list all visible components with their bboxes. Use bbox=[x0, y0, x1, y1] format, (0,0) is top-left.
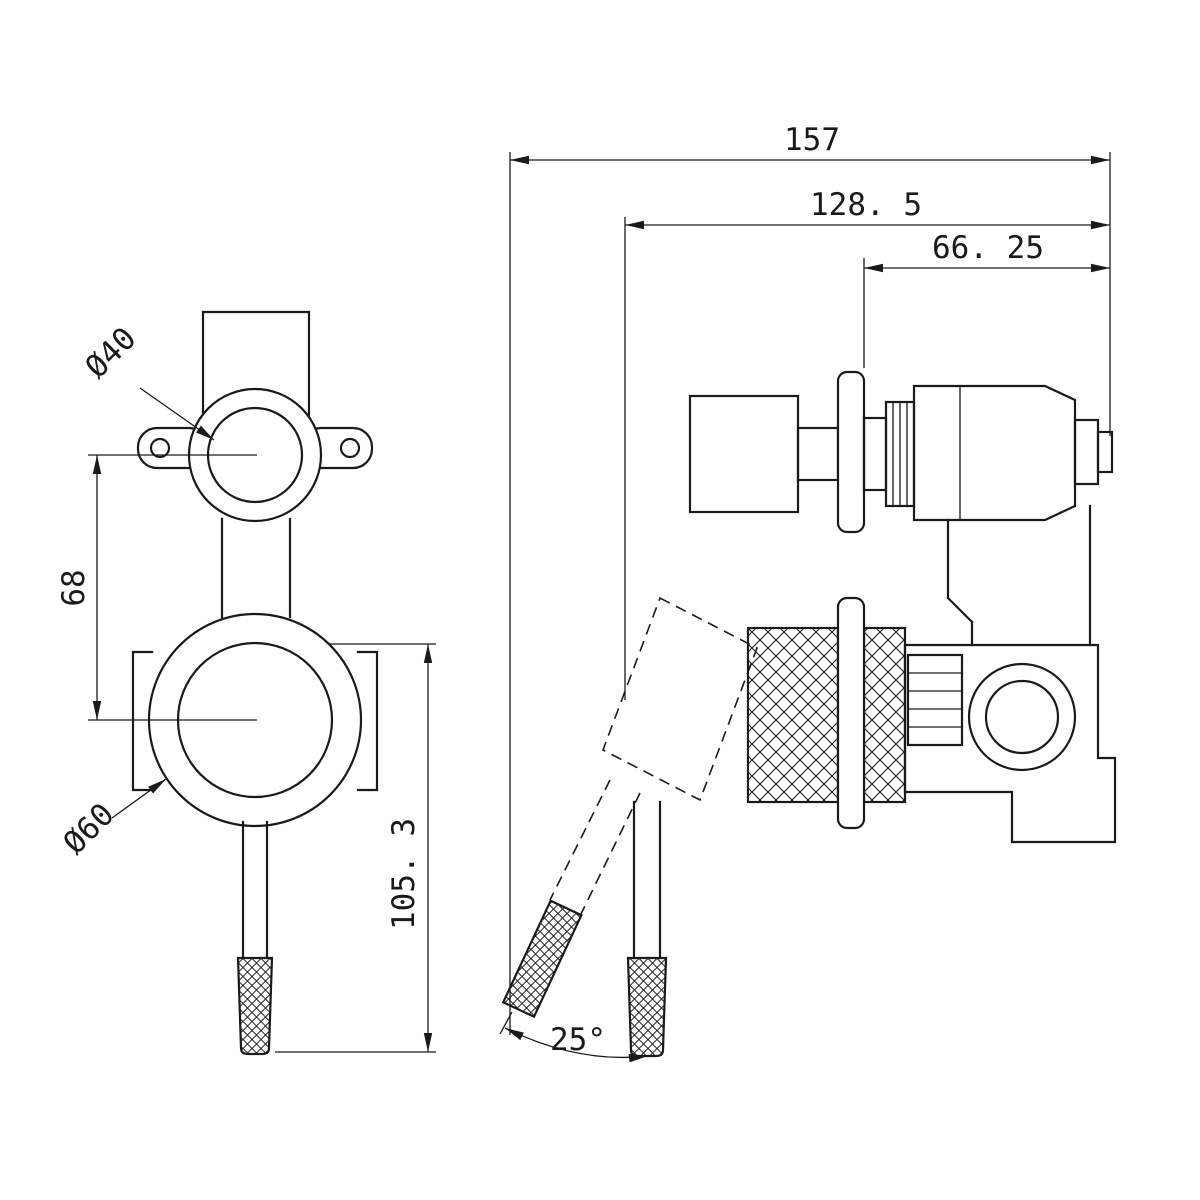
side-view bbox=[499, 370, 1117, 1058]
dim-25-arc bbox=[504, 1027, 649, 1063]
side-lower-flange bbox=[836, 596, 866, 830]
front-handle-lever bbox=[236, 820, 274, 1056]
dim-128-label: 128. 5 bbox=[810, 187, 922, 223]
side-top-valve-neck bbox=[862, 400, 916, 508]
dia60-label: Ø60 bbox=[56, 796, 121, 861]
side-top-knob bbox=[688, 394, 840, 514]
side-top-body bbox=[912, 384, 1114, 522]
side-knurled-sleeve bbox=[746, 626, 907, 804]
side-handle-lever bbox=[626, 800, 668, 1058]
dim-68-label: 68 bbox=[56, 569, 92, 606]
dia40-label: Ø40 bbox=[78, 320, 143, 385]
front-view bbox=[88, 310, 379, 1056]
front-side-ports bbox=[131, 650, 379, 792]
dia60-leader bbox=[111, 778, 167, 819]
side-top-flange bbox=[836, 370, 866, 534]
dim-157-label: 157 bbox=[784, 122, 840, 158]
side-body-bracket bbox=[946, 504, 1092, 647]
dia40-leader bbox=[139, 387, 215, 441]
side-handle-rotated-dashed bbox=[499, 596, 758, 1035]
dim-25-label: 25° bbox=[550, 1022, 606, 1058]
side-dimensions: 157 128. 5 66. 25 25° bbox=[504, 122, 1111, 1063]
front-top-pipe bbox=[201, 310, 311, 428]
side-lower-body bbox=[903, 643, 1117, 844]
dim-105-label: 105. 3 bbox=[386, 818, 422, 930]
dim-66-label: 66. 25 bbox=[932, 230, 1044, 266]
